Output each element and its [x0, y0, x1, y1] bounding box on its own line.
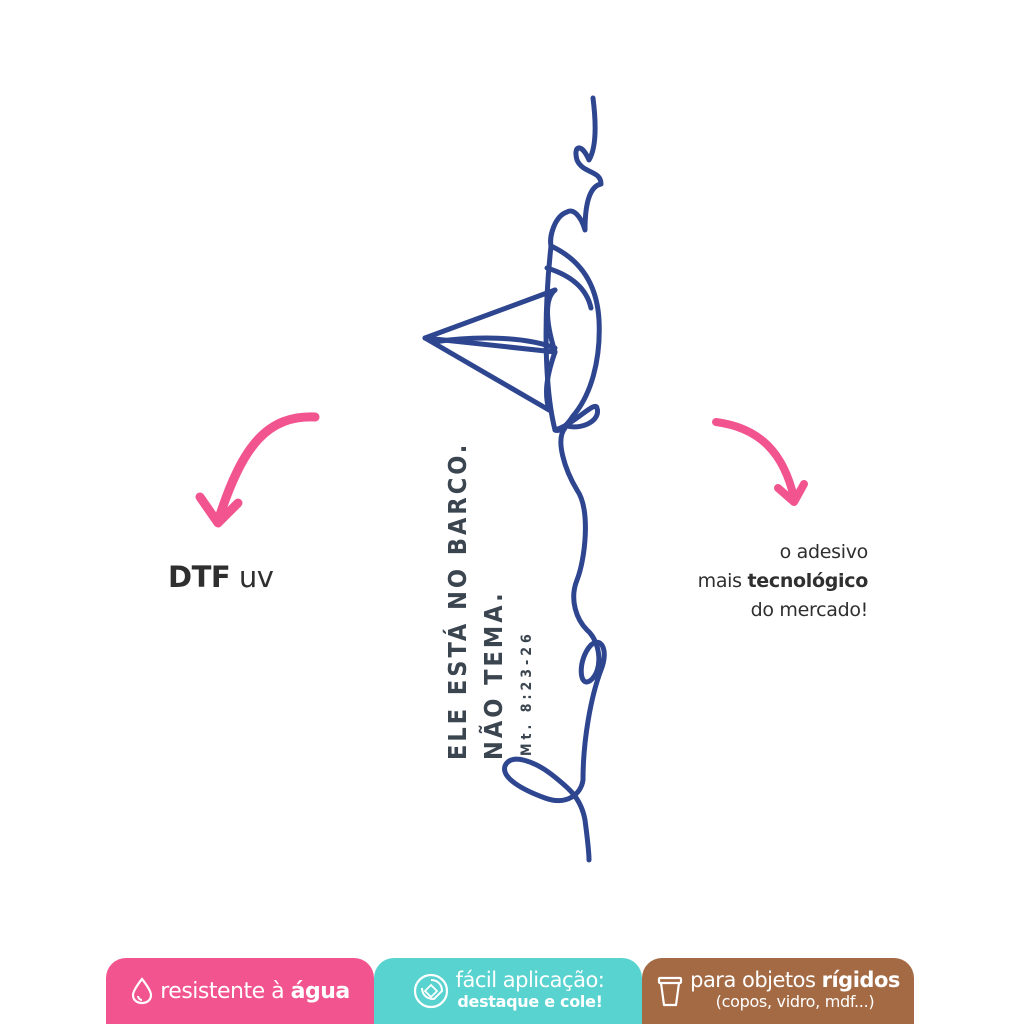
water-drop-icon — [132, 977, 153, 1005]
tagline-line-1: o adesivo — [779, 541, 869, 563]
badge-rigid-text: para objetos rígidos (copos, vidro, mdf.… — [690, 969, 900, 1013]
verse-reference: Mt. 8:23-26 — [519, 630, 535, 756]
badge-easy-application: fácil aplicação: destaque e cole! — [374, 958, 642, 1024]
top-wave-line — [548, 95, 604, 249]
product-type-label: DTF uv — [168, 560, 274, 594]
badge-water-strong: água — [290, 978, 351, 1004]
boat-hull — [543, 243, 602, 433]
tagline-line-2: mais tecnológico — [628, 567, 869, 596]
cup-icon — [658, 976, 683, 1007]
product-type-light: uv — [238, 560, 274, 594]
verse-block: ELE ESTÁ NO BARCO. NÃO TEMA. Mt. 8:23-26 — [440, 441, 570, 760]
feature-badges: resistente à água fácil aplicação: desta… — [106, 958, 914, 1024]
verse-line-2: NÃO TEMA. — [479, 590, 508, 760]
tagline-line-2-prefix: mais — [697, 570, 748, 592]
badge-water-prefix: resistente à — [160, 978, 291, 1004]
verse-line-1: ELE ESTÁ NO BARCO. — [443, 441, 472, 760]
badge-easy-top: fácil aplicação: — [455, 968, 605, 992]
tagline-line-2-strong: tecnológico — [747, 570, 868, 592]
sailboat-line-art — [422, 95, 607, 863]
bottom-wave-line — [502, 425, 607, 863]
badge-rigid-objects: para objetos rígidos (copos, vidro, mdf.… — [642, 958, 914, 1024]
curved-arrow-right-icon — [712, 418, 808, 506]
tagline-line-3: do mercado! — [750, 599, 869, 621]
badge-rigid-top: para objetos rígidos — [690, 969, 900, 991]
tagline: o adesivo mais tecnológico do mercado! — [628, 538, 869, 625]
curved-arrow-left-icon — [195, 412, 320, 528]
badge-water-resistant: resistente à água — [106, 958, 374, 1024]
badge-water-text: resistente à água — [160, 978, 351, 1004]
sticker-icon — [413, 973, 448, 1009]
badge-rigid-top-prefix: para objetos — [690, 968, 822, 992]
badge-rigid-bottom: (copos, vidro, mdf...) — [715, 992, 875, 1011]
verse-text: ELE ESTÁ NO BARCO. NÃO TEMA. Mt. 8:23-26 — [440, 441, 542, 760]
badge-easy-text: fácil aplicação: destaque e cole! — [456, 969, 605, 1013]
badge-rigid-top-strong: rígidos — [821, 968, 901, 992]
badge-easy-bottom: destaque e cole! — [457, 992, 603, 1011]
product-type-strong: DTF — [168, 560, 231, 594]
